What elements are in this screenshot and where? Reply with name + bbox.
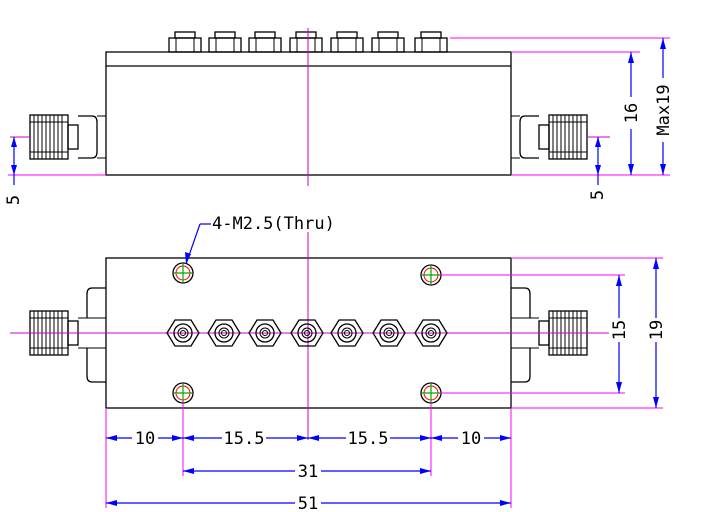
dim-right-connector-offset-label: 5 <box>588 190 608 200</box>
hole-callout-leader <box>185 223 211 265</box>
bottom-view-right-connector <box>511 287 588 383</box>
dim-max-height-label: Max19 <box>654 84 674 135</box>
mounting-hole-top-right <box>420 264 442 286</box>
dim-overall-length-label: 51 <box>298 494 318 512</box>
dim-body-height <box>511 51 640 175</box>
dim-edge-right-label: 10 <box>461 429 481 449</box>
dim-hole-spacing-vertical <box>440 274 625 394</box>
bottom-view-left-connector <box>29 287 106 383</box>
dim-row-edge-to-center <box>106 435 511 441</box>
hole-callout-label: 4-M2.5(Thru) <box>212 214 335 234</box>
bottom-view: 4-M2.5(Thru) 15 19 <box>10 214 667 512</box>
dim-left-connector-offset <box>8 137 106 185</box>
top-view-left-connector <box>29 114 106 160</box>
dim-edge-left-label: 10 <box>135 429 155 449</box>
dim-half-left-label: 15.5 <box>224 429 265 449</box>
dim-body-width-vertical-label: 19 <box>647 320 667 340</box>
dim-hole-spacing-vertical-label: 15 <box>610 320 630 340</box>
dim-right-connector-offset <box>511 137 670 185</box>
horizontal-extension-lines <box>105 403 512 508</box>
mounting-hole-bottom-right <box>420 382 442 404</box>
dim-half-right-label: 15.5 <box>348 429 389 449</box>
dim-body-height-label: 16 <box>622 103 642 123</box>
top-view-right-connector <box>511 114 588 160</box>
mounting-hole-top-left <box>172 262 194 284</box>
top-view: 5 5 16 Max19 <box>4 28 674 205</box>
mounting-hole-bottom-left <box>172 382 194 404</box>
dim-hole-spacing-horizontal-label: 31 <box>298 462 318 482</box>
dim-left-connector-offset-label: 5 <box>4 195 24 205</box>
